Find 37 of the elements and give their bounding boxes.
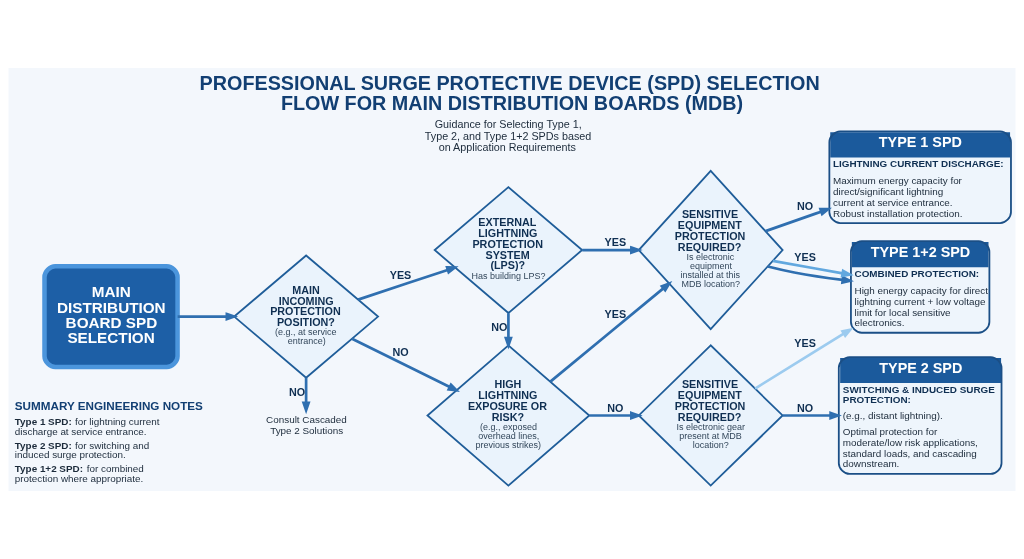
diagram-title: PROFESSIONAL SURGE PROTECTIVE DEVICE (SPD) SELECTION FLOW FOR MAIN DISTRIBUTION BOARDS (MDB) — [199, 72, 820, 114]
edge-label: YES — [794, 336, 816, 349]
node-diamond: MAIN INCOMING PROTECTION POSITION? (e.g., at service entrance) — [232, 254, 380, 379]
node-text: Consult Cascaded Type 2 Solutions — [266, 414, 347, 437]
edge-label: NO — [797, 200, 814, 213]
arrow — [504, 313, 513, 350]
node-diamond: EXTERNAL LIGHTNING PROTECTION SYSTEM (LPS)? Has building LPS? — [433, 185, 584, 315]
edge-label: NO — [289, 385, 306, 398]
arrow — [301, 377, 311, 415]
edge-label: NO — [797, 401, 814, 414]
edge-label: NO — [392, 345, 409, 358]
arrow — [782, 411, 842, 420]
label: SUMMARY ENGINEERING NOTES — [14, 399, 203, 413]
label: Guidance for Selecting Type 1, Type 2, and Type 1+2 SPDs based on Application Requirements — [424, 117, 592, 154]
arrow — [765, 207, 832, 233]
label: Type 1 SPD: for lightning current discharge at service entrance. — [14, 416, 160, 438]
arrow — [767, 265, 854, 285]
edge-label: YES — [604, 236, 627, 249]
node-diamond: SENSITIVE EQUIPMENT PROTECTION REQUIRED? Is electronic equipment installed at this MDB location? — [637, 169, 784, 331]
arrow — [582, 245, 643, 255]
arrow — [549, 281, 673, 383]
edge-label: YES — [794, 251, 816, 264]
edge-label: YES — [389, 269, 412, 282]
arrow — [357, 266, 459, 301]
edge-label: YES — [604, 308, 627, 321]
node-diamond: SENSITIVE EQUIPMENT PROTECTION REQUIRED? Is electronic gear present at MDB location? — [637, 344, 784, 487]
edge-label: NO — [491, 321, 508, 334]
node-diamond: HIGH LIGHTNING EXPOSURE OR RISK? (e.g., exposed overhead lines, previous strikes) — [426, 344, 591, 487]
arrow — [351, 337, 460, 393]
edge-label: NO — [607, 401, 624, 414]
arrow — [772, 259, 854, 278]
arrow — [177, 312, 239, 321]
label: Type 1+2 SPD: for combined protection where appropriate. — [14, 462, 144, 484]
arrow — [589, 411, 643, 420]
node-box: MAIN DISTRIBUTION BOARD SPD SELECTION — [42, 264, 180, 370]
label: Type 2 SPD: for switching and induced surge protection. — [14, 439, 150, 461]
arrow — [754, 327, 854, 390]
